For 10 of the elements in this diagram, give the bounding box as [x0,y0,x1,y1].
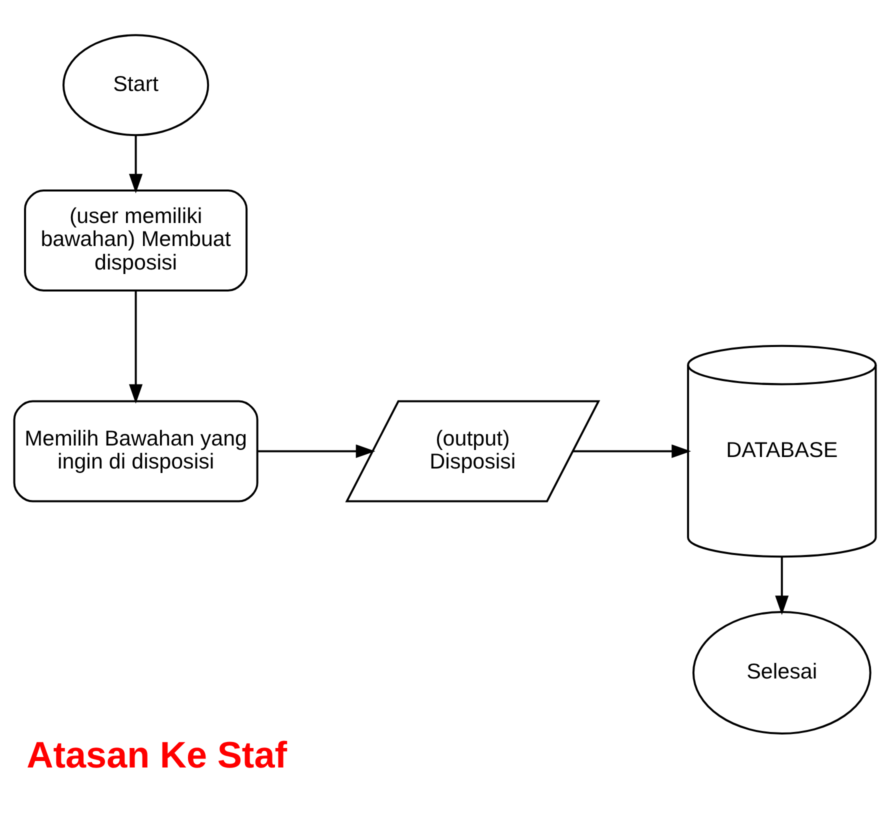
arrow [572,444,692,458]
node-ellipse: Start [62,34,210,136]
arrow [129,290,143,404]
caption: Atasan Ke Staf [26,734,288,776]
node-box: (user memiliki bawahan) Membuat disposisi [24,189,248,291]
arrow [258,444,376,458]
arrow [775,556,789,614]
node-ellipse: Selesai [692,610,872,734]
arrow [129,134,143,193]
node-box: Memilih Bawahan yang ingin di disposisi [13,400,258,502]
